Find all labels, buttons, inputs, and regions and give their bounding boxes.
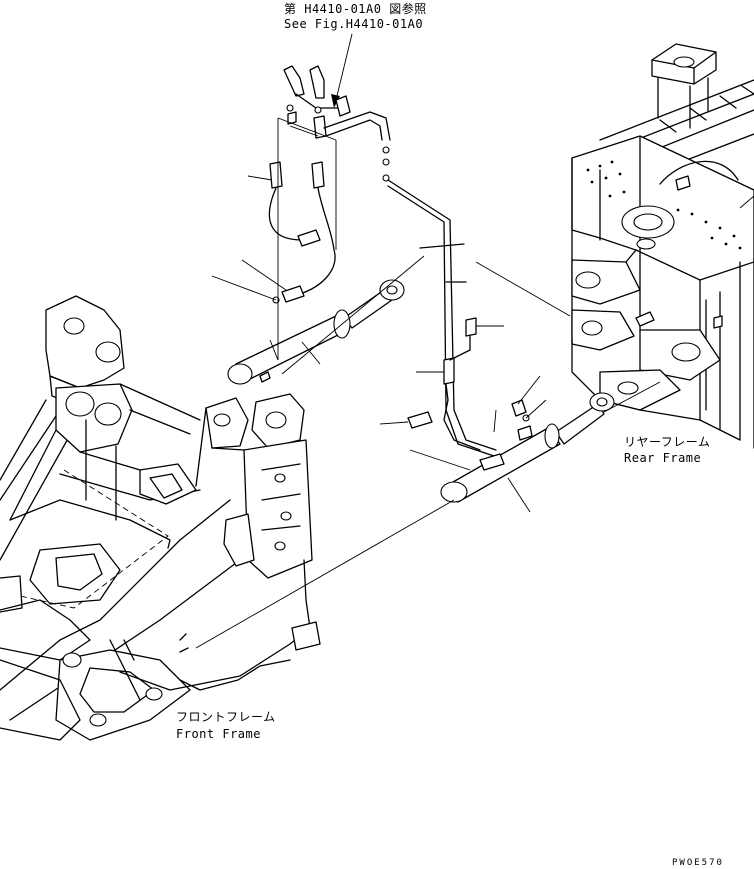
reference-note-jp: 第 H4410-01A0 図参照: [284, 1, 427, 16]
steering-cylinder-upper: [227, 279, 405, 385]
steering-cylinder-lower: [440, 392, 615, 503]
drawing-code: PWOE570: [672, 858, 724, 868]
rear-frame: [571, 43, 754, 449]
front-frame: [0, 295, 313, 741]
reference-arrow: [331, 33, 353, 108]
hoses-and-pipes: [268, 65, 533, 471]
front-frame-label-jp: フロントフレーム: [176, 710, 276, 724]
rear-frame-label-en: Rear Frame: [624, 451, 701, 465]
floor-lines: [119, 381, 661, 691]
reference-note-en: See Fig.H4410-01A0: [284, 17, 423, 31]
rear-frame-label-jp: リヤーフレーム: [624, 435, 710, 449]
leader-lines: [211, 125, 754, 513]
front-frame-label-en: Front Frame: [176, 727, 261, 741]
